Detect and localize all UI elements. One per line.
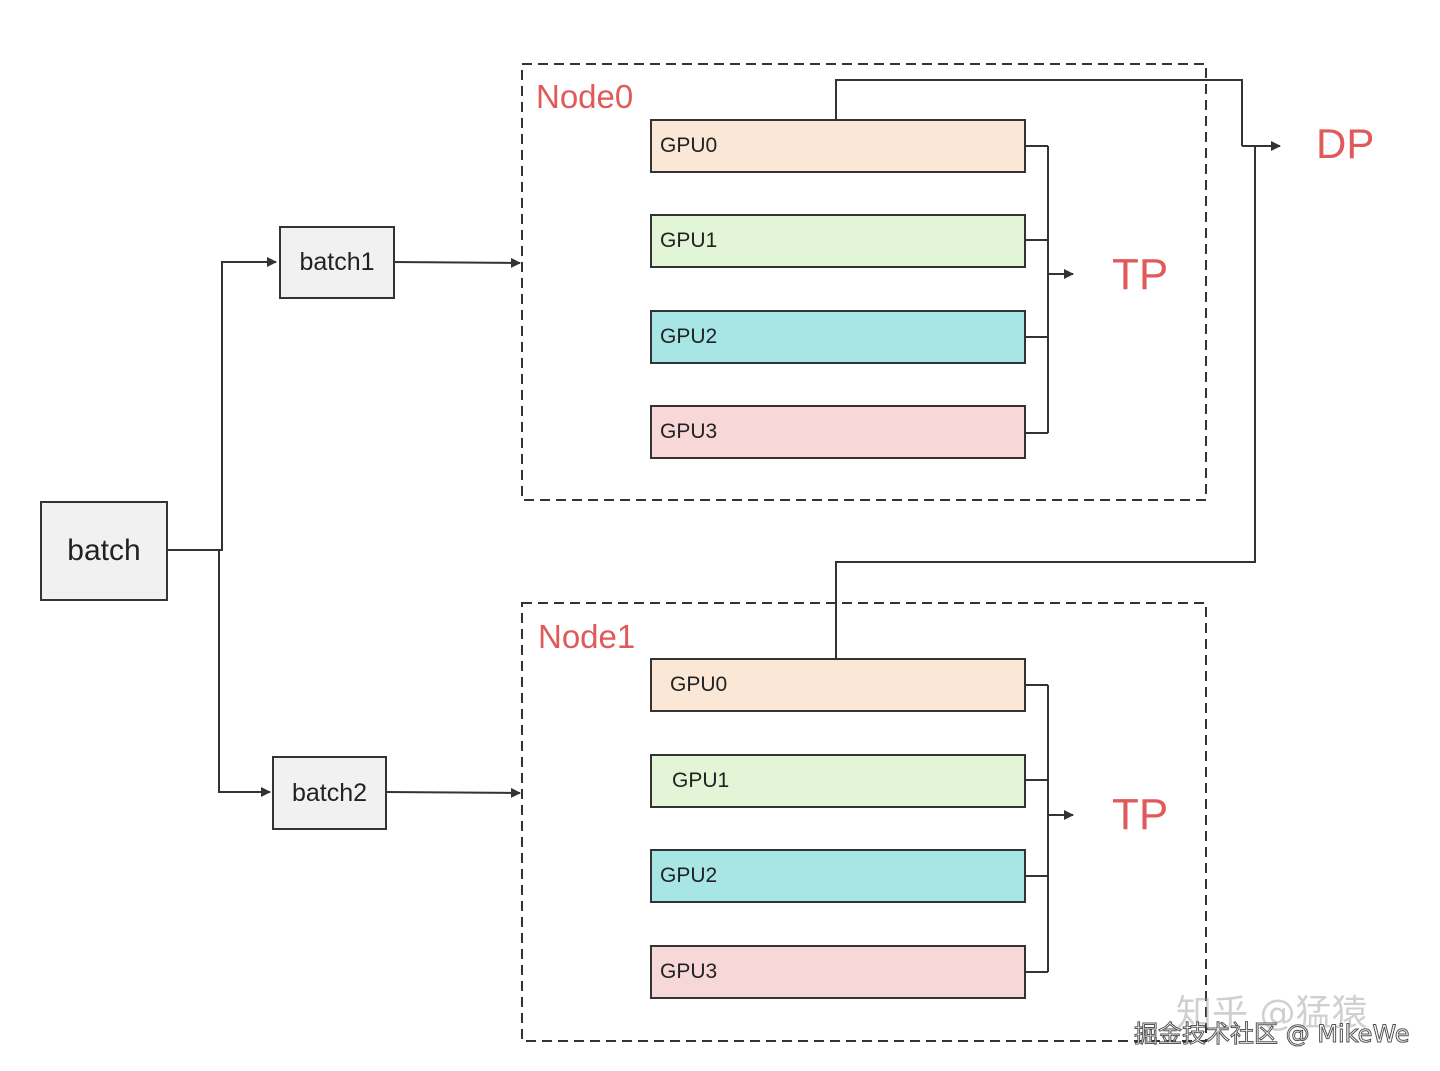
node1-gpu0-label: GPU0 <box>670 673 728 696</box>
node0-gpu3: GPU3 <box>650 405 1026 459</box>
node1-tp-label: TP <box>1112 790 1169 839</box>
node1-gpu3-label: GPU3 <box>660 960 718 983</box>
node0-gpu1: GPU1 <box>650 214 1026 268</box>
node0-gpu2-label: GPU2 <box>660 325 718 348</box>
dp-label: DP <box>1316 120 1375 167</box>
node1-gpu1-label: GPU1 <box>672 769 730 792</box>
batch-label: batch <box>67 534 141 567</box>
tp-connector-node0 <box>1025 145 1074 434</box>
tp-connector-node1 <box>1025 684 1074 973</box>
node0-gpu0: GPU0 <box>650 119 1026 173</box>
node0-label: Node0 <box>536 78 634 115</box>
watermark-juejin: 掘金技术社区 @ MikeWe <box>1134 1020 1411 1049</box>
node1-gpu0: GPU0 <box>650 658 1026 712</box>
node1-label: Node1 <box>538 618 636 655</box>
batch2-box: batch2 <box>272 756 387 830</box>
batch-split-connectors <box>167 257 521 798</box>
node0-container <box>521 63 1207 501</box>
node1-gpu2: GPU2 <box>650 849 1026 903</box>
node0-gpu1-label: GPU1 <box>660 229 718 252</box>
batch1-box: batch1 <box>279 226 395 299</box>
batch1-label: batch1 <box>299 248 375 276</box>
node0-gpu2: GPU2 <box>650 310 1026 364</box>
watermark-zhihu: 知乎 @猛猿 <box>1176 993 1368 1034</box>
node1-container <box>521 602 1207 1042</box>
batch2-label: batch2 <box>291 778 368 807</box>
batch-box: batch <box>40 501 168 601</box>
node0-gpu3-label: GPU3 <box>660 420 718 443</box>
dp-connector <box>835 79 1281 659</box>
node1-gpu1: GPU1 <box>650 754 1026 808</box>
node0-tp-label: TP <box>1112 250 1169 299</box>
node0-gpu0-label: GPU0 <box>660 134 718 157</box>
node1-gpu2-label: GPU2 <box>660 864 718 887</box>
node1-gpu3: GPU3 <box>650 945 1026 999</box>
